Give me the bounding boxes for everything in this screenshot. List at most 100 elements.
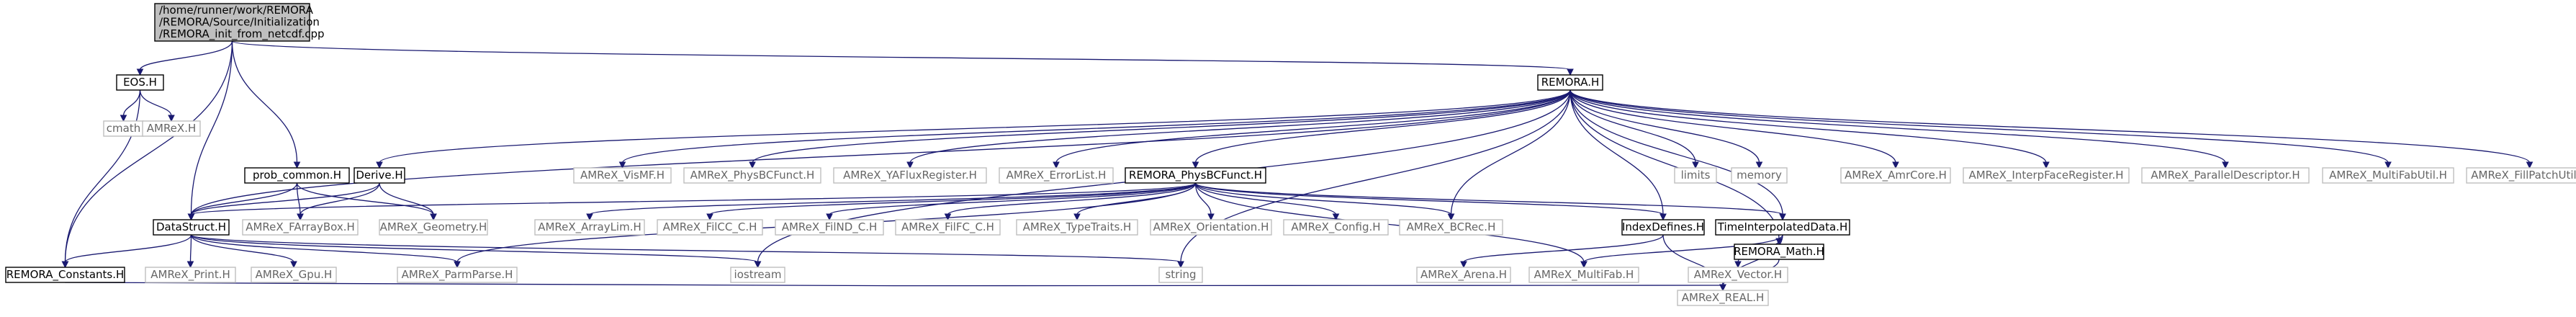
node-fillpatchutil: AMReX_FillPatchUtil.H <box>2466 167 2576 184</box>
edge-timeinterp-to-multifab <box>1583 234 1783 263</box>
node-label-orientation: AMReX_Orientation.H <box>1153 220 1269 234</box>
node-label-real: AMReX_REAL.H <box>1682 291 1765 305</box>
edge-remora_physbc-to-config <box>1194 182 1337 215</box>
node-multifab: AMReX_MultiFab.H <box>1528 267 1639 283</box>
node-remora[interactable]: REMORA.H <box>1537 74 1603 91</box>
node-box-probcommon <box>244 167 350 184</box>
node-label-eos: EOS.H <box>123 76 157 89</box>
edge-eos-to-cmath <box>122 89 141 117</box>
node-box-physbcfunct_ext <box>683 167 821 184</box>
edge-remora_physbc-to-multifab <box>1194 182 1585 263</box>
arrowhead-remora-to-vismf <box>618 161 626 169</box>
node-amrcore: AMReX_AmrCore.H <box>1840 167 1951 184</box>
node-farraybox: AMReX_FArrayBox.H <box>242 219 359 236</box>
edge-remora-to-limits <box>1570 89 1696 164</box>
edge-remora-to-interpface <box>1570 89 2047 164</box>
node-label-memory: memory <box>1737 169 1782 182</box>
node-fillcc: AMReX_FilCC_C.H <box>657 219 763 236</box>
node-box-interpface <box>1963 167 2130 184</box>
edge-root-to-remora <box>231 40 1571 71</box>
arrowhead-remora_physbc-to-filfc <box>944 213 952 221</box>
node-box-multifabutil <box>2322 167 2454 184</box>
node-label-indexdefines: IndexDefines.H <box>1622 220 1704 233</box>
node-interpface: AMReX_InterpFaceRegister.H <box>1963 167 2130 184</box>
node-box-indexdefines <box>1621 219 1705 236</box>
arrowhead-remora_physbc-to-config <box>1332 213 1340 221</box>
node-box-parmparse <box>397 267 518 283</box>
node-box-vector <box>1688 267 1788 283</box>
node-box-arena <box>1416 267 1511 283</box>
node-box-gpu <box>251 267 337 283</box>
edge-remora-to-remora_math <box>1570 89 1780 240</box>
edge-remora_physbc-to-datastruct <box>190 182 1197 215</box>
arrowhead-remora-to-physbcfunct_ext <box>749 161 756 169</box>
node-parmparse: AMReX_ParmParse.H <box>397 267 518 283</box>
node-label-filfc: AMReX_FilFC_C.H <box>901 220 994 234</box>
node-box-geometry <box>379 219 488 236</box>
arrowhead-remora-to-multifabutil <box>2384 161 2392 169</box>
edge-remora_physbc-to-bcrec <box>1194 182 1452 215</box>
edge-remora-to-indexdefines <box>1570 89 1664 215</box>
node-remora_math[interactable]: REMORA_Math.H <box>1734 244 1824 260</box>
node-derive[interactable]: Derive.H <box>353 167 405 184</box>
node-label-interpface: AMReX_InterpFaceRegister.H <box>1968 169 2123 182</box>
node-box-filfc <box>895 219 1001 236</box>
node-label-vismf: AMReX_VisMF.H <box>580 169 665 182</box>
edge-remora_physbc-to-timeinterp <box>1194 182 1783 215</box>
edge-derive-to-geometry <box>379 182 434 215</box>
node-datastruct[interactable]: DataStruct.H <box>153 219 230 236</box>
arrowhead-root-to-remora <box>1567 68 1574 76</box>
node-label-parmparse: AMReX_ParmParse.H <box>402 268 513 282</box>
node-box-limits <box>1674 167 1717 184</box>
edge-remora-to-memory <box>1570 89 1760 164</box>
node-label-limits: limits <box>1681 169 1711 182</box>
node-print: AMReX_Print.H <box>145 267 236 283</box>
arrowhead-datastruct-to-parmparse <box>454 261 461 269</box>
node-box-root <box>154 3 310 42</box>
node-probcommon[interactable]: prob_common.H <box>244 167 350 184</box>
node-box-real <box>1677 290 1769 306</box>
node-constants[interactable]: REMORA_Constants.H <box>5 267 125 283</box>
node-label-yaflux: AMReX_YAFluxRegister.H <box>843 169 977 182</box>
node-eos[interactable]: EOS.H <box>116 74 164 91</box>
arrowhead-remora_physbc-to-orientation <box>1207 213 1215 221</box>
node-label-print: AMReX_Print.H <box>150 268 230 282</box>
edge-probcommon-to-geometry <box>296 182 434 215</box>
node-box-timeinterp <box>1715 219 1850 236</box>
node-indexdefines[interactable]: IndexDefines.H <box>1621 219 1705 236</box>
edge-probcommon-to-datastruct <box>190 182 298 215</box>
edge-remora_physbc-to-indexdefines <box>1194 182 1664 215</box>
node-box-arraylim <box>534 219 645 236</box>
node-box-vismf <box>573 167 672 184</box>
arrowhead-datastruct-to-print <box>186 261 194 269</box>
node-memory: memory <box>1731 167 1788 184</box>
arrowhead-remora_physbc-to-arraylim <box>586 213 593 221</box>
edge-remora_physbc-to-filfc <box>947 182 1197 215</box>
node-remora_physbc[interactable]: REMORA_PhysBCFunct.H <box>1125 167 1266 184</box>
node-label-constants: REMORA_Constants.H <box>6 268 125 282</box>
node-vector: AMReX_Vector.H <box>1688 267 1788 283</box>
arrowhead-remora-to-paralleldesc <box>2222 161 2229 169</box>
node-box-amrex_h <box>142 120 201 137</box>
node-box-farraybox <box>242 219 359 236</box>
node-box-typetraits <box>1016 219 1138 236</box>
node-box-string <box>1158 267 1203 283</box>
arrowhead-remora-to-memory <box>1755 161 1763 169</box>
edge-remora-to-fillpatchutil <box>1570 89 2531 164</box>
node-root[interactable]: /home/runner/work/REMORA/REMORA/Source/I… <box>154 3 325 42</box>
edge-indexdefines-to-arena <box>1463 234 1664 263</box>
arrowhead-remora-to-limits <box>1692 161 1699 169</box>
node-timeinterp[interactable]: TimeInterpolatedData.H <box>1715 219 1850 236</box>
node-box-config <box>1283 219 1389 236</box>
edge-derive-to-datastruct <box>190 182 380 215</box>
node-label-arraylim: AMReX_ArrayLim.H <box>538 220 641 234</box>
arrowhead-remora-to-remora_physbc <box>1192 161 1199 169</box>
node-arena: AMReX_Arena.H <box>1416 267 1511 283</box>
node-label-arena: AMReX_Arena.H <box>1420 268 1507 282</box>
node-box-remora_physbc <box>1125 167 1266 184</box>
node-label-root: /REMORA/Source/Initialization <box>159 15 320 28</box>
arrowhead-remora-to-yaflux <box>906 161 914 169</box>
edge-datastruct-to-string <box>190 234 1181 263</box>
